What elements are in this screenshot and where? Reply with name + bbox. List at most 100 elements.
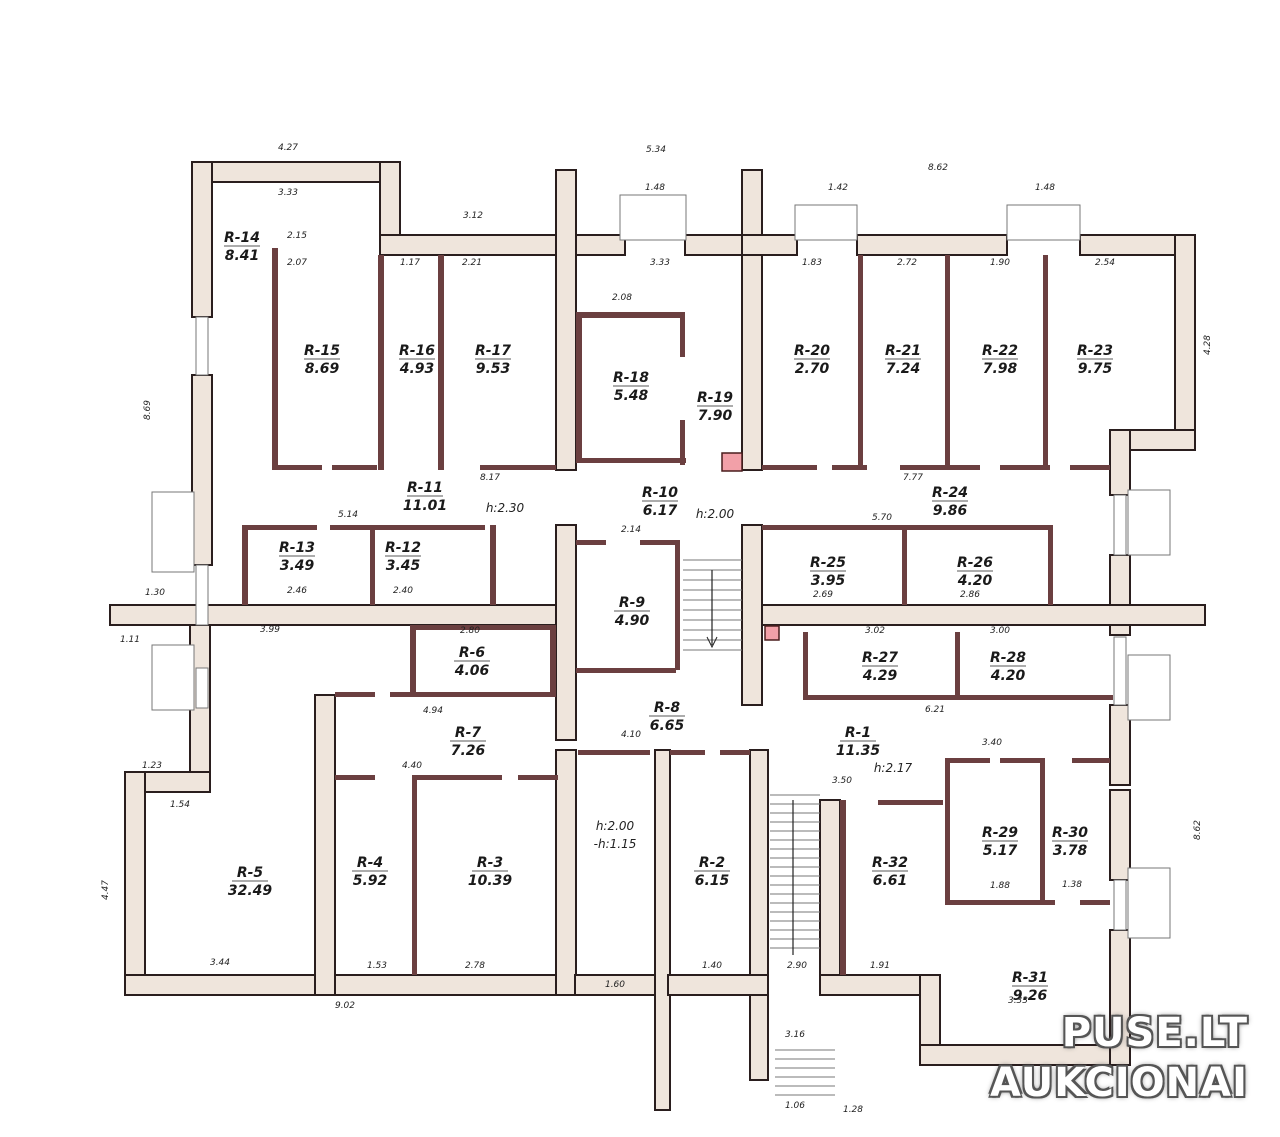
room-id: R-12 xyxy=(385,540,421,556)
window-bay xyxy=(619,194,687,241)
partition-wall xyxy=(1080,900,1110,905)
dimension-label: 5.70 xyxy=(872,513,892,523)
partition-wall xyxy=(675,540,680,670)
room-label-r-26: R-264.20 xyxy=(957,555,994,589)
watermark-line1: PUSE.LT xyxy=(1061,1010,1248,1056)
room-id: R-31 xyxy=(1012,970,1048,986)
dimension-label: 3.40 xyxy=(982,738,1002,748)
partition-wall xyxy=(680,312,685,357)
room-label-r-14: R-14 8.41 xyxy=(224,230,260,264)
window-bay xyxy=(794,204,858,241)
partition-wall xyxy=(378,255,384,470)
room-label-r-8: R-86.65 xyxy=(649,700,685,734)
dimension-label: 1.23 xyxy=(142,761,162,771)
dimension-label: 2.86 xyxy=(960,590,980,600)
wall xyxy=(667,974,769,996)
room-area: 4.93 xyxy=(399,361,435,377)
room-area: 32.49 xyxy=(228,883,273,899)
room-id: R-1 xyxy=(845,725,871,741)
room-id: R-5 xyxy=(237,865,264,881)
partition-wall xyxy=(335,775,375,780)
partition-wall xyxy=(330,525,485,530)
room-label-r-32: R-32 6.61 xyxy=(872,855,908,889)
room-id: R-21 xyxy=(885,343,921,359)
wall xyxy=(1109,704,1131,786)
partition-wall xyxy=(578,750,650,755)
wall xyxy=(1109,789,1131,881)
dimension-label: 3.33 xyxy=(650,258,670,268)
partition-wall xyxy=(1048,525,1053,605)
wall xyxy=(741,169,763,471)
dimension-label: 2.21 xyxy=(462,258,482,268)
dimension-label: 2.54 xyxy=(1095,258,1115,268)
dimension-label: 5.34 xyxy=(646,145,666,155)
partition-wall xyxy=(945,758,950,903)
room-area: 8.41 xyxy=(225,248,260,264)
room-id: R-8 xyxy=(654,700,681,716)
room-label-r-31: R-319.26 xyxy=(1012,970,1048,1004)
dimension-label: 1.38 xyxy=(1062,880,1082,890)
room-label-r-18: R-185.48 xyxy=(613,370,649,404)
room-area: 9.53 xyxy=(476,361,511,377)
room-area: 3.45 xyxy=(386,558,421,574)
room-area: 6.61 xyxy=(873,873,908,889)
dimension-label: 1.48 xyxy=(645,183,665,193)
dimension-label: 4.40 xyxy=(402,761,422,771)
partition-wall xyxy=(858,255,863,470)
room-label-r-21: R-217.24 xyxy=(885,343,921,377)
room-id: R-32 xyxy=(872,855,908,871)
room-area: 3.78 xyxy=(1053,843,1088,859)
dimension-label: 4.94 xyxy=(423,706,443,716)
partition-wall xyxy=(1000,465,1050,470)
partition-wall xyxy=(370,525,375,605)
room-id: R-10 xyxy=(642,485,678,501)
dimension-label: 2.14 xyxy=(621,525,641,535)
wall xyxy=(124,771,146,996)
dimension-label: 8.62 xyxy=(928,163,948,173)
room-id: R-14 xyxy=(224,230,260,246)
room-label-r-23: R-239.75 xyxy=(1077,343,1113,377)
room-label-r-6: R-64.06 xyxy=(454,645,490,679)
partition-wall xyxy=(840,800,846,975)
dimension-label: 5.14 xyxy=(338,510,358,520)
partition-wall xyxy=(680,420,685,465)
wall xyxy=(819,799,841,996)
wall xyxy=(741,524,763,706)
dimension-label: 4.28 xyxy=(1203,335,1213,355)
room-area: 7.98 xyxy=(983,361,1018,377)
dimension-label: 3.00 xyxy=(990,626,1010,636)
partition-wall xyxy=(1040,860,1045,900)
dimension-label: 1.53 xyxy=(367,961,387,971)
height-note: h:2.00 xyxy=(596,819,635,833)
dimension-label: 1.90 xyxy=(990,258,1010,268)
wall xyxy=(1174,234,1196,436)
wall xyxy=(314,694,336,996)
room-id: R-7 xyxy=(455,725,482,741)
partition-wall xyxy=(803,695,1113,700)
room-id: R-4 xyxy=(357,855,383,871)
room-label-r-4: R-45.92 xyxy=(352,855,388,889)
wall xyxy=(191,161,401,183)
partition-wall xyxy=(945,900,1055,905)
partition-wall xyxy=(1000,758,1045,763)
room-label-r-19: R-197.90 xyxy=(697,390,733,424)
dimension-label: 3.99 xyxy=(260,625,280,635)
dimension-label: 2.90 xyxy=(787,961,807,971)
partition-wall xyxy=(900,465,980,470)
partition-wall xyxy=(945,255,950,470)
dimension-label: 3.12 xyxy=(463,211,483,221)
room-area: 7.26 xyxy=(451,743,486,759)
partition-wall xyxy=(640,540,680,545)
dimension-label: 1.83 xyxy=(802,258,822,268)
wall xyxy=(856,234,1008,256)
ventilation-shaft xyxy=(764,625,780,641)
wall xyxy=(761,604,1206,626)
wall xyxy=(191,161,213,318)
dimension-label: 2.72 xyxy=(897,258,917,268)
room-area: 3.49 xyxy=(280,558,315,574)
room-area: 10.39 xyxy=(468,873,513,889)
dimension-label: 3.33 xyxy=(278,188,298,198)
dimension-label: 1.30 xyxy=(145,588,165,598)
window xyxy=(1113,879,1127,931)
